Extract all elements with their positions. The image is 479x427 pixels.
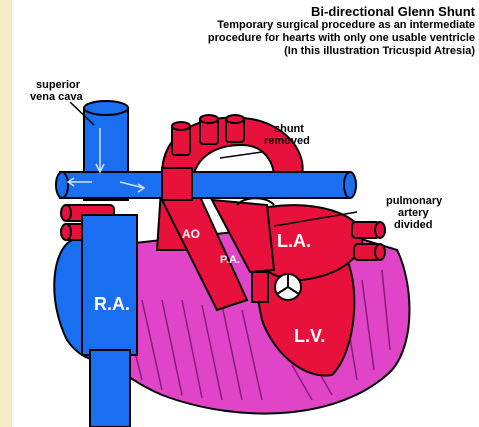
right-atrium-body xyxy=(82,215,137,355)
diagram-subtitle-line3: (In this illustration Tricuspid Atresia) xyxy=(25,45,475,58)
label-pa-line1: pulmonary xyxy=(386,195,443,207)
pulmonary-artery-stump xyxy=(252,272,268,302)
diagram-title: Bi-directional Glenn Shunt xyxy=(25,4,475,19)
label-right-atrium: R.A. xyxy=(94,294,130,314)
diagram-subtitle-line1: Temporary surgical procedure as an inter… xyxy=(25,19,475,32)
inferior-vena-cava xyxy=(90,350,130,427)
label-left-atrium: L.A. xyxy=(277,231,311,251)
label-pa-line2: artery xyxy=(398,207,429,219)
label-svc-line1: superior xyxy=(36,79,81,91)
label-left-ventricle: L.V. xyxy=(294,326,325,346)
diagram-panel: superior vena cava shunt removed pulmona… xyxy=(12,0,479,427)
label-pulmonary-artery: P.A. xyxy=(220,254,240,266)
label-svc-line2: vena cava xyxy=(30,91,83,103)
label-shunt-line1: shunt xyxy=(274,123,304,135)
valve-icon xyxy=(275,274,301,300)
label-pa-line3: divided xyxy=(394,219,433,231)
heart-illustration: superior vena cava shunt removed pulmona… xyxy=(12,0,479,427)
right-pulmonary-artery xyxy=(60,172,350,198)
rpa-left-end xyxy=(56,172,68,198)
diagram-subtitle-line2: procedure for hearts with only one usabl… xyxy=(25,32,475,45)
label-aorta: AO xyxy=(182,227,200,241)
diagram-heading: Bi-directional Glenn Shunt Temporary sur… xyxy=(25,4,475,58)
label-shunt-line2: removed xyxy=(264,135,310,147)
svc-top-opening xyxy=(84,101,128,115)
rpa-right-end xyxy=(344,172,356,198)
aortic-arch-front xyxy=(162,168,192,200)
